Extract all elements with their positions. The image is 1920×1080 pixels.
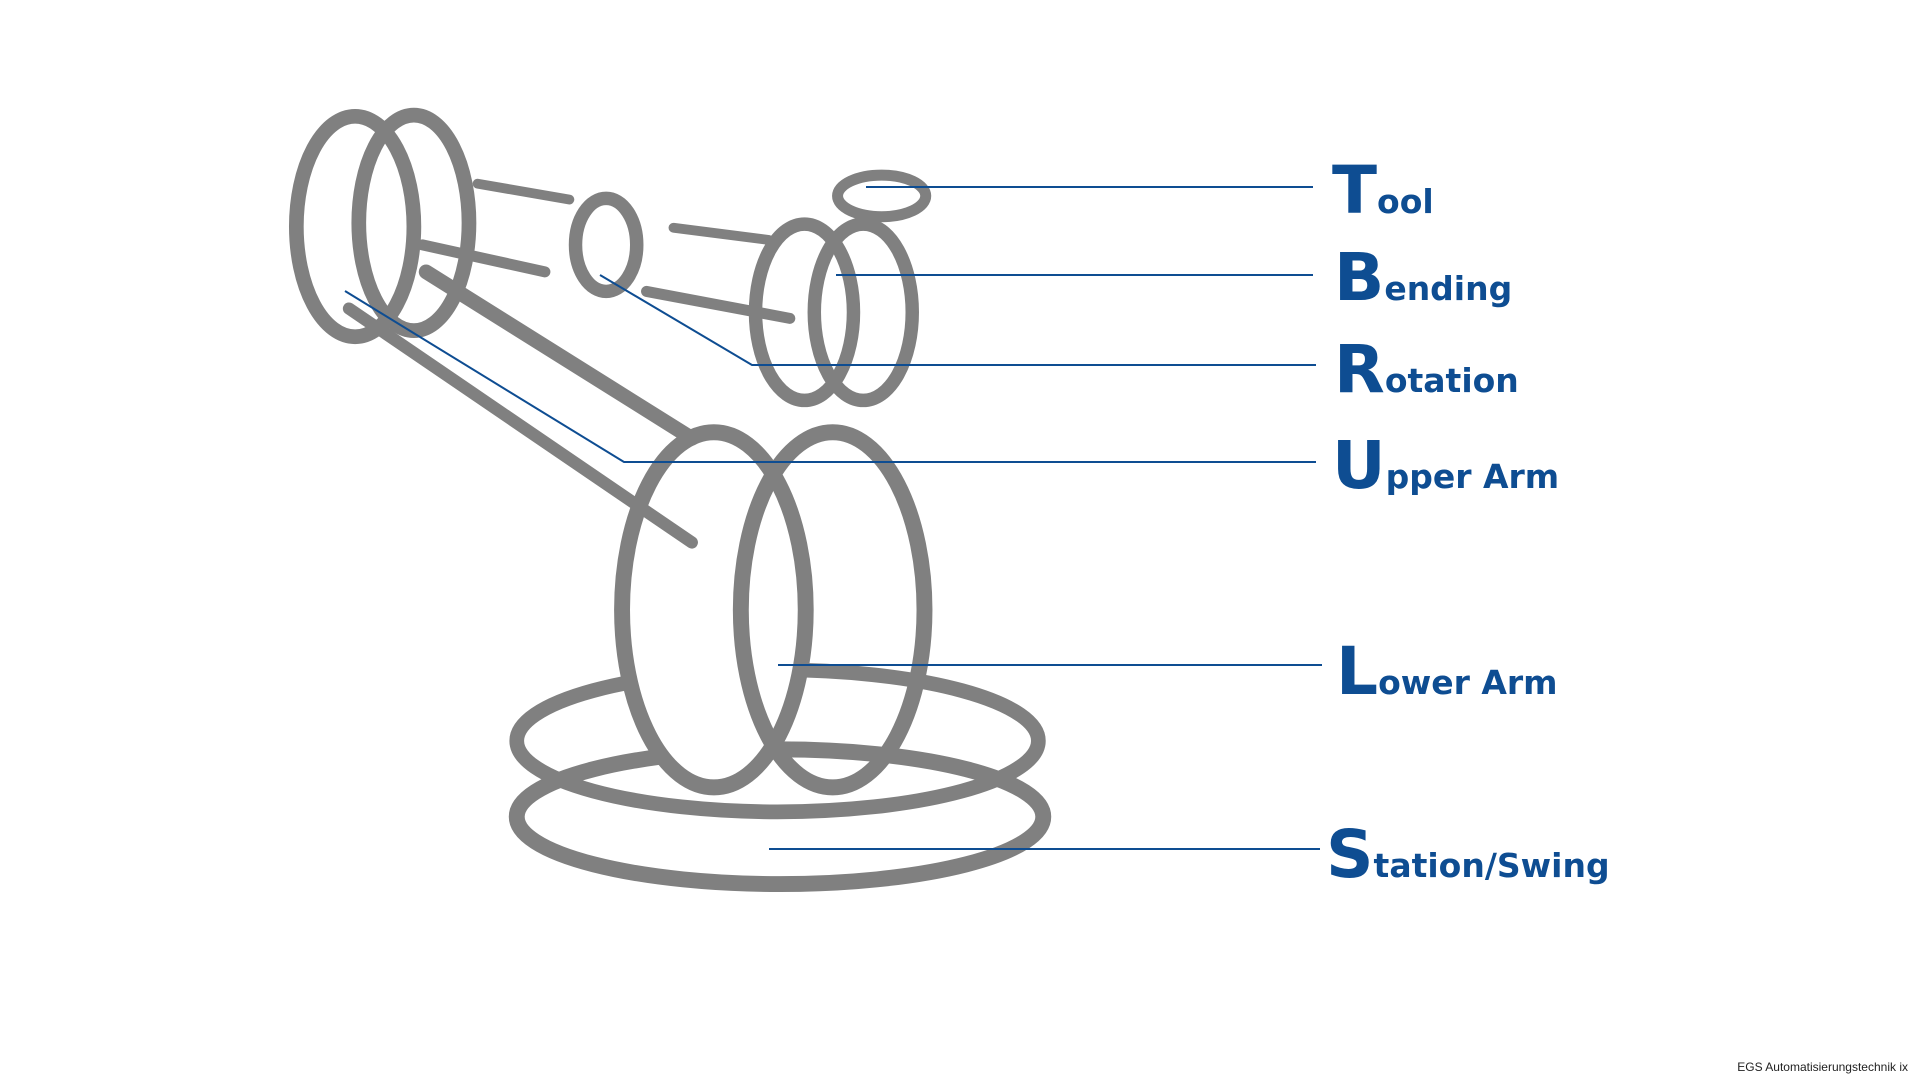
footer-credit: EGS Automatisierungstechnik ix [1737, 1060, 1908, 1074]
label-text: ower Arm [1378, 663, 1558, 702]
label-lower-arm: Lower Arm [1336, 639, 1558, 705]
label-bending: Bending [1334, 245, 1512, 311]
label-station-swing: Station/Swing [1326, 822, 1610, 888]
upper-joint-ring-left [288, 108, 422, 345]
label-initial: S [1326, 816, 1374, 893]
lower-arm-ring-left [614, 424, 814, 796]
rotation-ring [568, 191, 644, 299]
wrist-link-bottom [641, 285, 796, 324]
label-rotation: Rotation [1334, 337, 1519, 403]
rotation-leader-line [599, 274, 1316, 366]
label-text: otation [1384, 361, 1519, 400]
label-upper-arm: Upper Arm [1332, 433, 1559, 499]
label-text: ool [1377, 182, 1434, 221]
tool-ring [832, 169, 932, 223]
label-initial: U [1332, 427, 1386, 504]
label-initial: B [1334, 239, 1385, 316]
label-initial: L [1336, 633, 1379, 710]
label-tool: Tool [1332, 158, 1434, 224]
bending-ring-right [807, 217, 919, 408]
upper-arm-link-top [418, 264, 700, 446]
label-initial: R [1334, 331, 1385, 408]
bending-ring-left [748, 217, 861, 408]
label-text: tation/Swing [1373, 846, 1610, 885]
upper-joint-ring-right [351, 107, 477, 338]
upper-arm-link-bottom [342, 302, 698, 549]
forearm-link-bottom [416, 239, 551, 278]
upper-arm-leader-line [344, 290, 1316, 463]
wrist-link-top [668, 222, 774, 245]
label-initial: T [1332, 152, 1378, 229]
lower-arm-ring-right [732, 424, 933, 796]
label-text: pper Arm [1385, 457, 1560, 496]
forearm-link-top [472, 178, 575, 205]
label-text: ending [1384, 269, 1513, 308]
